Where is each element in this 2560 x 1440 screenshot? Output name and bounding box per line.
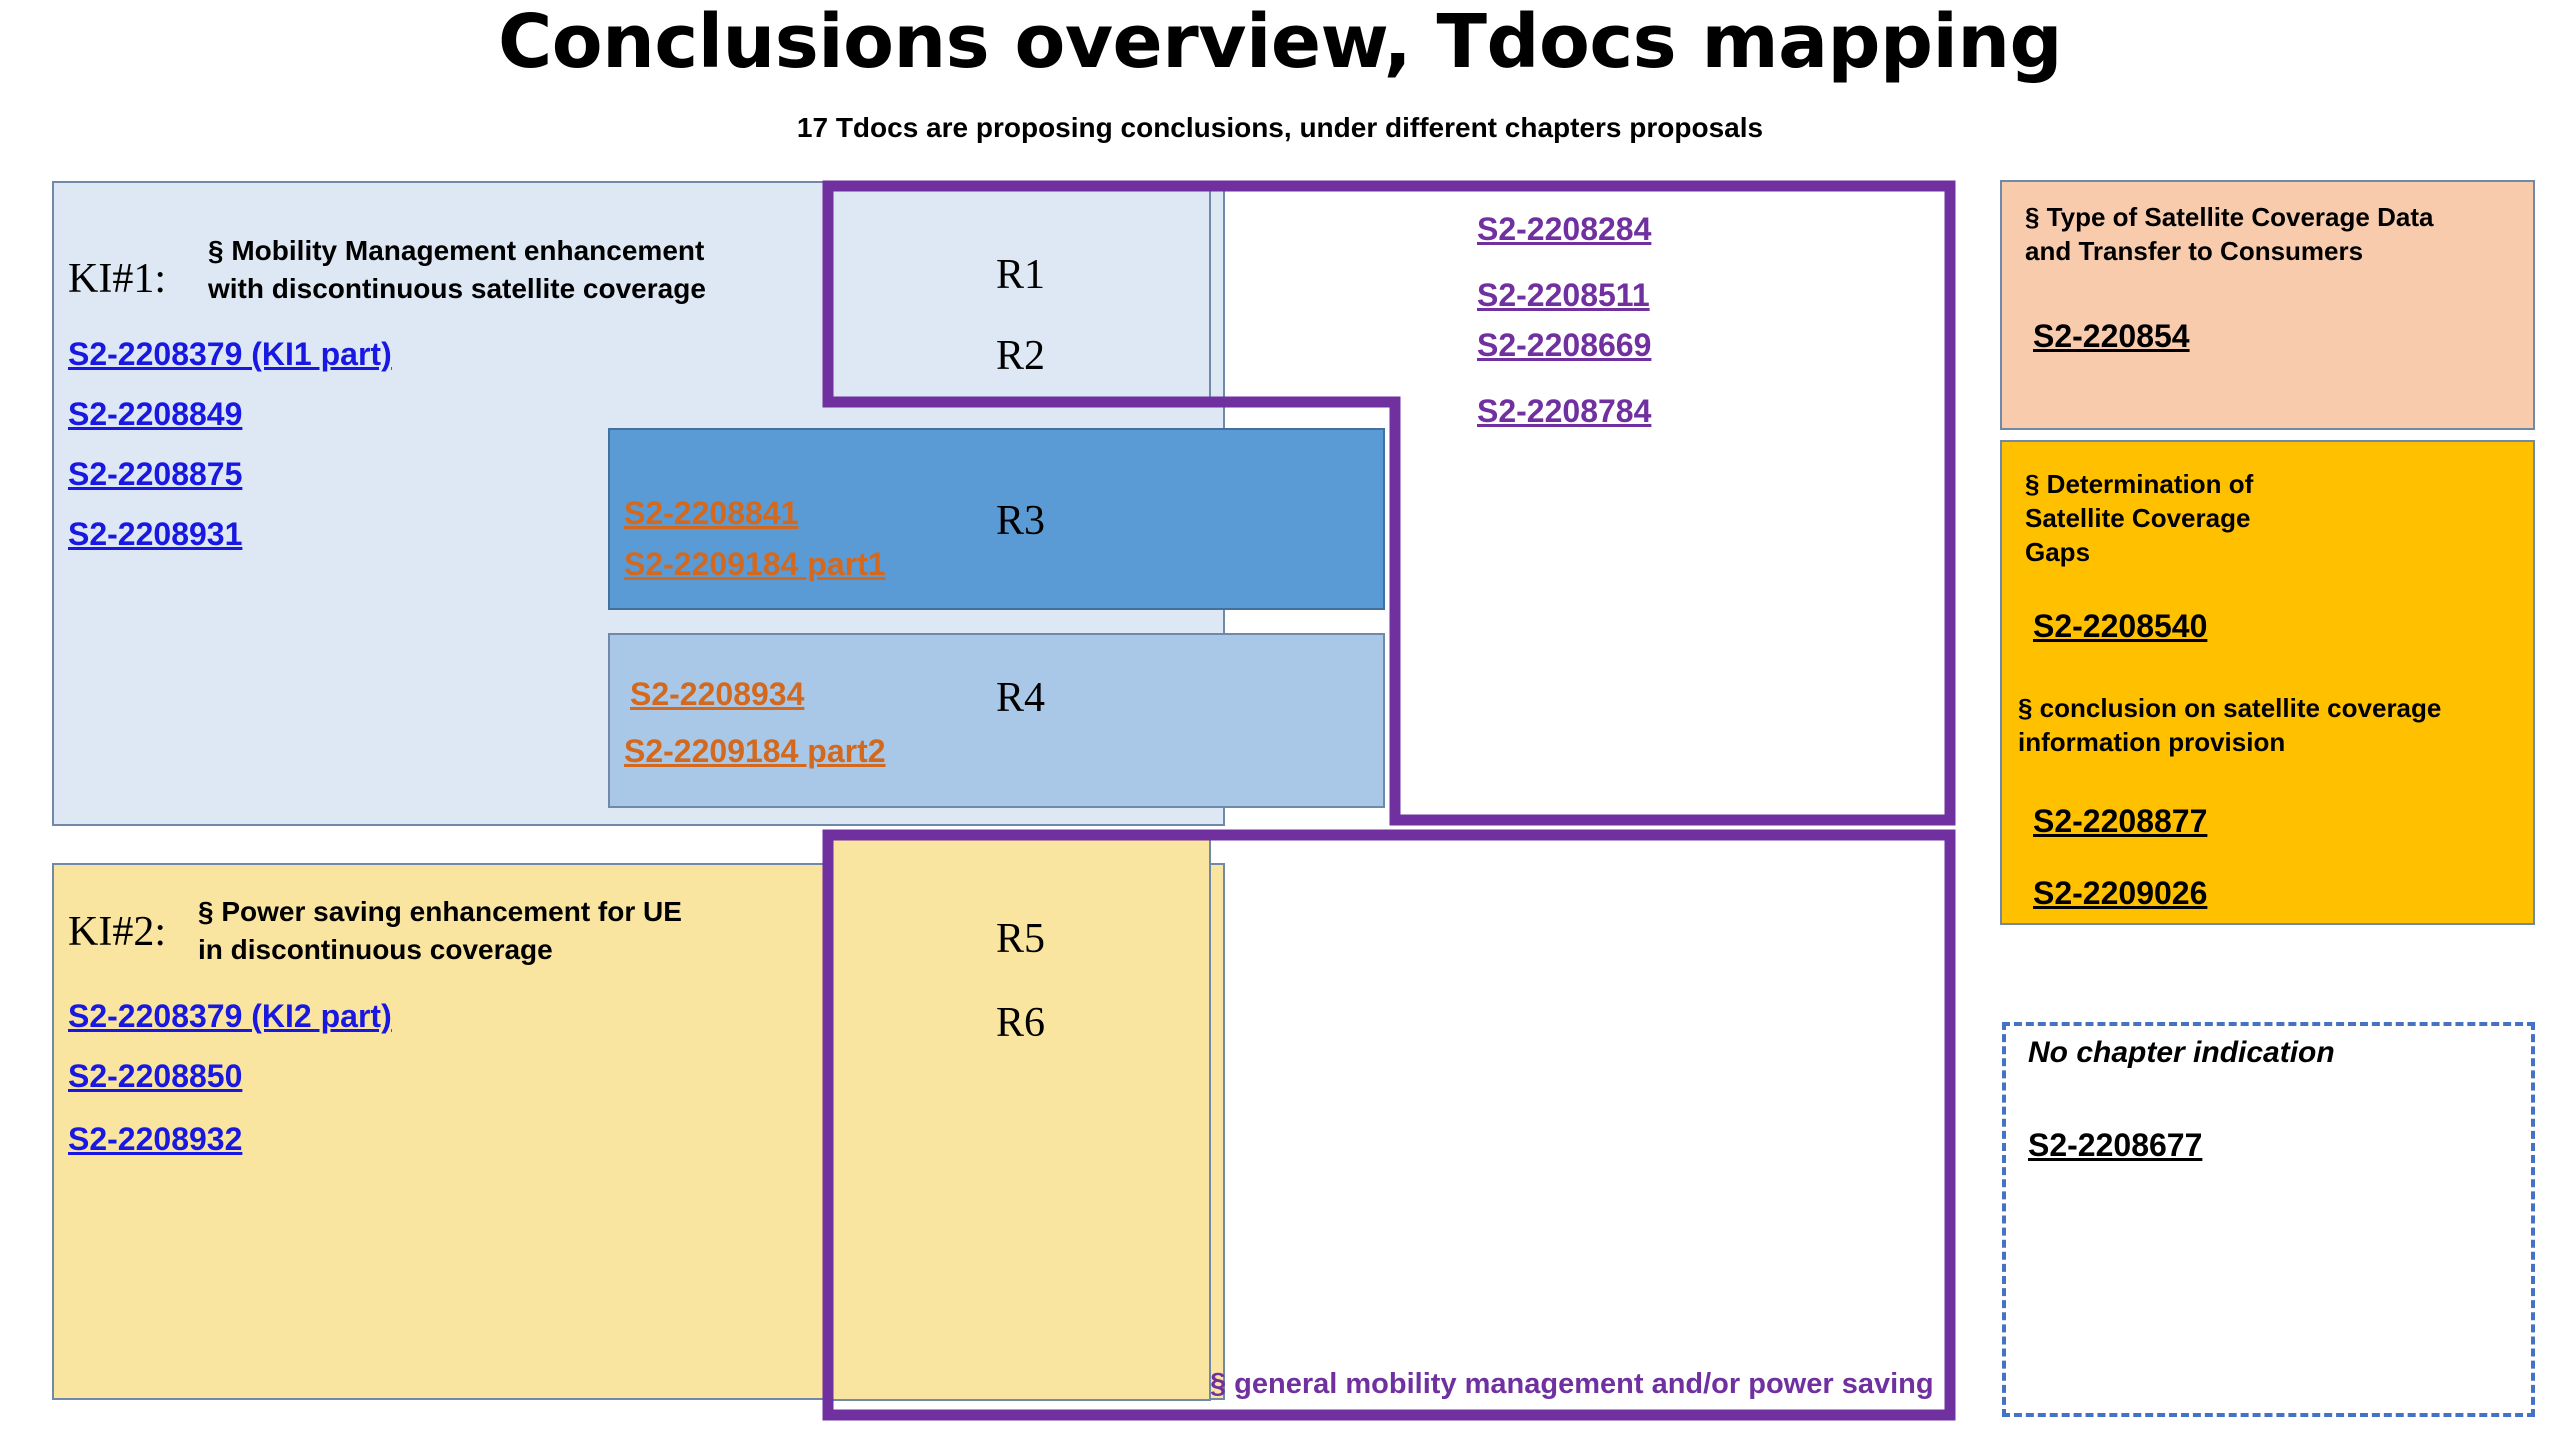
ki2-tdoc-2[interactable]: S2-2208932 [68,1121,243,1157]
card-no-chapter-tdoc-0[interactable]: S2-2208677 [2028,1127,2203,1163]
card-coverage-gaps-heading2: § conclusion on satellite coverage infor… [2018,693,2442,757]
card-coverage-gaps-heading: § Determination of Satellite Coverage Ga… [2025,469,2254,567]
ki1-label: KI#1: [68,256,166,302]
card-coverage-gaps-tdoc2-0[interactable]: S2-2208877 [2033,803,2208,839]
r3-label: R3 [996,498,1046,544]
page-title: Conclusions overview, Tdocs mapping [498,0,2063,85]
card-coverage-data-heading: § Type of Satellite Coverage Data and Tr… [2025,202,2434,266]
card-coverage-gaps [2000,440,2535,925]
card-coverage-gaps-tdoc2-1[interactable]: S2-2209026 [2033,875,2208,911]
card-coverage-gaps-tdoc-0[interactable]: S2-2208540 [2033,608,2208,644]
r3-tdoc-0[interactable]: S2-2208841 [624,495,799,531]
ki2-tdoc-0[interactable]: S2-2208379 (KI2 part) [68,998,392,1034]
r4-label: R4 [996,675,1046,721]
card-no-chapter [2002,1022,2535,1417]
ki2-tdoc-1[interactable]: S2-2208850 [68,1058,243,1094]
r3-tdoc-1[interactable]: S2-2209184 part1 [624,546,886,582]
r6-label: R6 [996,1000,1046,1046]
ki2-label: KI#2: [68,909,166,955]
ki1-tdoc-2[interactable]: S2-2208875 [68,456,243,492]
r4-tdoc-0[interactable]: S2-2208934 [630,676,805,712]
card-coverage-data-tdoc-0[interactable]: S2-220854 [2033,318,2190,354]
r5-label: R5 [996,916,1046,962]
card-coverage-data [2000,180,2535,430]
ki1-heading: § Mobility Management enhancement with d… [208,235,706,304]
general-tdoc-2[interactable]: S2-2208669 [1477,327,1652,363]
ki1-tdoc-1[interactable]: S2-2208849 [68,396,243,432]
r4-tdoc-1[interactable]: S2-2209184 part2 [624,733,886,769]
r1-label: R1 [996,252,1046,298]
general-tdoc-1[interactable]: S2-2208511 [1477,277,1650,313]
ki1-tdoc-0[interactable]: S2-2208379 (KI1 part) [68,336,392,372]
general-tdoc-3[interactable]: S2-2208784 [1477,393,1652,429]
general-tdoc-0[interactable]: S2-2208284 [1477,211,1652,247]
ki2-heading: § Power saving enhancement for UE in dis… [198,896,682,965]
ki1-tdoc-3[interactable]: S2-2208931 [68,516,243,552]
general-note: § general mobility management and/or pow… [1210,1368,1934,1400]
page-subtitle: 17 Tdocs are proposing conclusions, unde… [796,112,1764,143]
card-no-chapter-heading: No chapter indication [2028,1036,2335,1069]
r2-label: R2 [996,333,1046,379]
